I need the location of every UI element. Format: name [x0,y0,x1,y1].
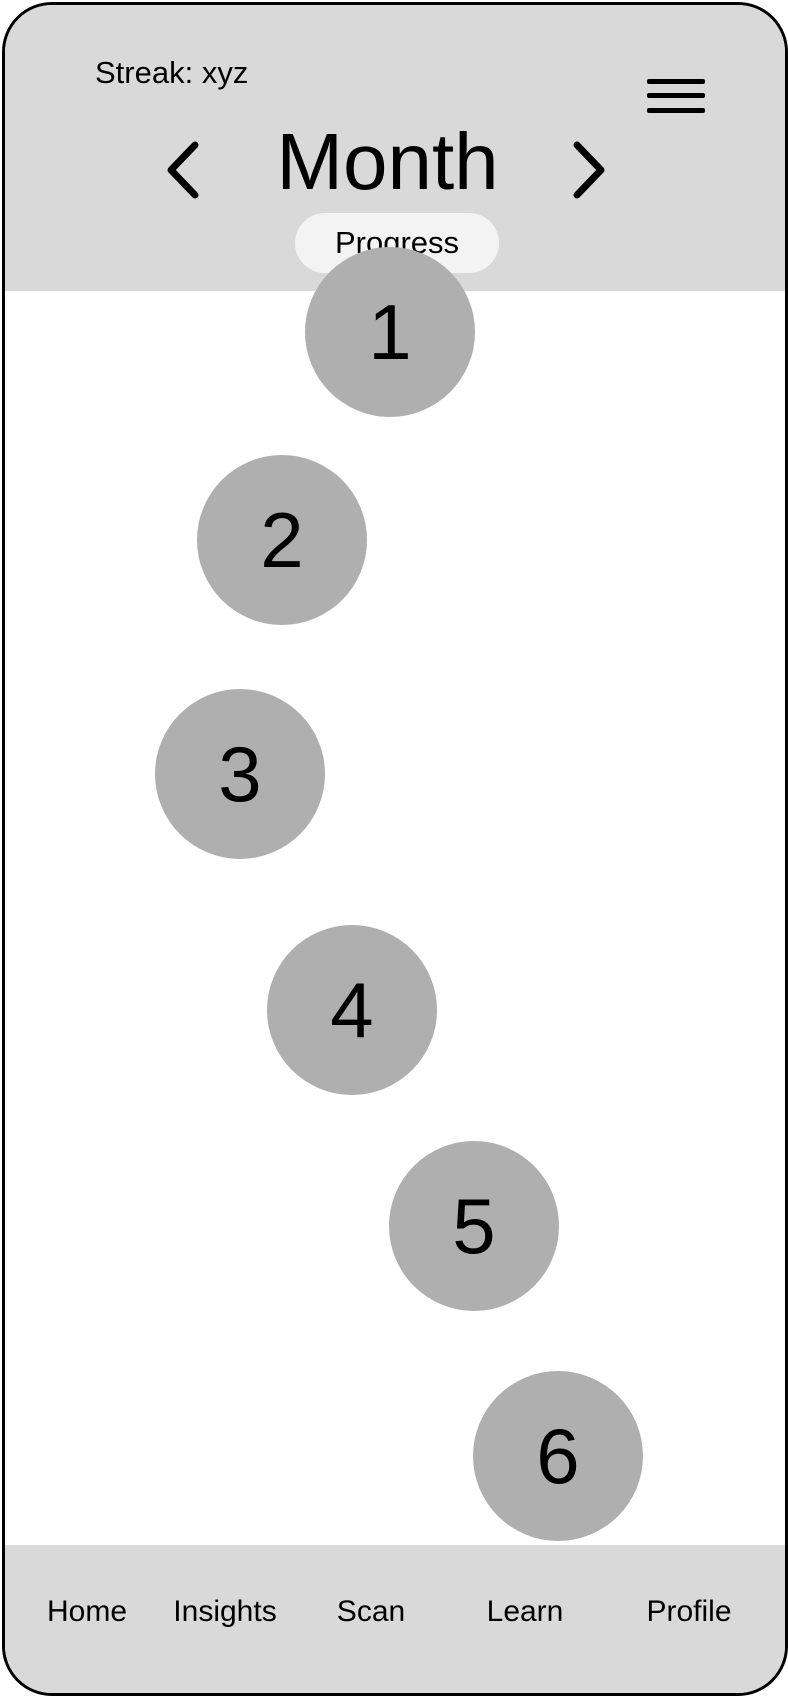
nav-profile[interactable]: Profile [646,1595,732,1628]
level-node[interactable]: 1 [305,247,475,417]
streak-label: Streak: xyz [95,55,249,90]
level-node[interactable]: 4 [267,925,437,1095]
nav-home[interactable]: Home [46,1595,128,1628]
chevron-left-icon[interactable] [157,139,211,201]
nav-learn[interactable]: Learn [486,1595,564,1628]
level-node[interactable]: 3 [155,689,325,859]
level-node[interactable]: 5 [389,1141,559,1311]
nav-insights[interactable]: Insights [173,1595,277,1628]
level-node[interactable]: 2 [197,455,367,625]
chevron-right-icon[interactable] [561,139,615,201]
bottom-nav-bar: Home Insights Scan Learn Profile [5,1545,785,1693]
hamburger-menu-icon[interactable] [645,75,709,121]
month-title: Month [276,117,499,206]
nav-scan[interactable]: Scan [336,1595,406,1628]
level-node[interactable]: 6 [473,1371,643,1541]
